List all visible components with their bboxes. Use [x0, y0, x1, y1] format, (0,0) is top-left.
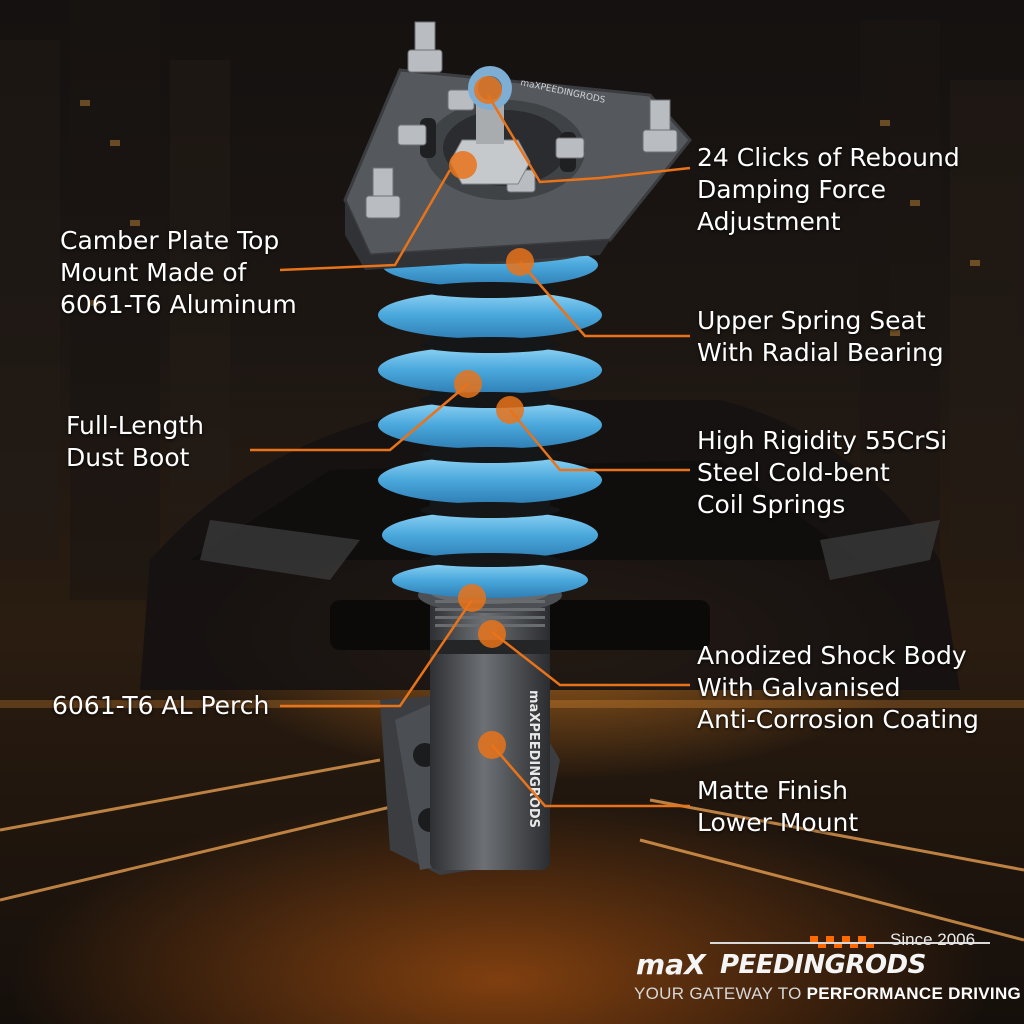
tagline-bold: PERFORMANCE DRIVING: [806, 984, 1022, 1003]
tagline-prefix: YOUR GATEWAY TO: [634, 984, 807, 1003]
connector-coil-springs: [509, 409, 690, 472]
callout-dust-boot: Full-Length Dust Boot: [66, 411, 205, 472]
callout-coil-springs: High Rigidity 55CrSi Steel Cold-bent Coi…: [697, 426, 948, 519]
callout-lower-mount: Matte Finish Lower Mount: [697, 776, 859, 837]
since-year: Since 2006: [890, 930, 976, 949]
shock-body-marking: maXPEEDINGRODS: [526, 690, 541, 828]
connector-lower-mount: [491, 744, 690, 808]
brand-name-part1: maX: [636, 948, 706, 981]
callout-dots: [449, 76, 534, 759]
callout-shock-body: Anodized Shock Body With Galvanised Anti…: [697, 641, 979, 734]
tagline: YOUR GATEWAY TO PERFORMANCE DRIVING: [634, 984, 1021, 1004]
connector-rebound: [486, 94, 691, 184]
connector-dust-boot: [250, 383, 469, 452]
connector-camber-plate: [279, 169, 452, 272]
callout-spring-seat: Upper Spring Seat With Radial Bearing: [697, 306, 944, 367]
connector-shock-body: [491, 631, 690, 687]
callout-al-perch: 6061-T6 AL Perch: [52, 691, 270, 720]
connector-spring-seat: [519, 261, 690, 338]
checkered-flag-icon: [710, 936, 990, 948]
callout-rebound: 24 Clicks of Rebound Damping Force Adjus…: [697, 143, 960, 236]
coil-spring: [378, 243, 602, 598]
callout-camber-plate: Camber Plate Top Mount Made of 6061-T6 A…: [60, 226, 297, 319]
brand-logo: Since 2006 maX PEEDINGRODS YOUR GATEWAY …: [600, 930, 1021, 1010]
brand-name-part2: PEEDINGRODS: [720, 950, 926, 980]
connector-al-perch: [280, 599, 474, 708]
